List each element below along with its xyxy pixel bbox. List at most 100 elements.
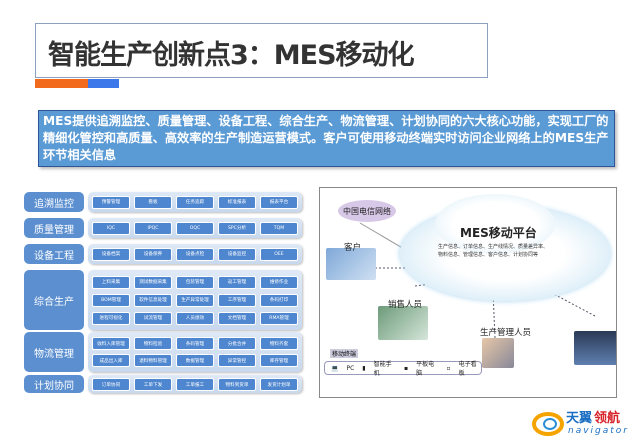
module-line: 收料入库管理物料检验条码管理分批合并物料齐套 xyxy=(92,337,298,350)
module-line: 上料采集测试数据采集包装管理返工管理维修作业 xyxy=(92,275,298,289)
module-item: 成品出入库 xyxy=(92,354,130,367)
module-item: 物料齐套 xyxy=(260,337,298,350)
module-item: 上料采集 xyxy=(92,275,130,289)
manager-photo xyxy=(482,338,514,368)
module-item: 任务追踪 xyxy=(176,195,214,209)
module-item: 物料检验 xyxy=(134,337,172,350)
module-item: 工单报工 xyxy=(176,378,214,391)
module-line: 订单协同工单下发工单报工物料到货单发货计划单 xyxy=(92,378,298,391)
module-item: 物料到货单 xyxy=(218,378,256,391)
platform-label: MES移动平台 xyxy=(460,226,537,240)
module-item: 订单协同 xyxy=(92,378,130,391)
sales-label: 销售人员 xyxy=(388,300,423,310)
module-category: 综合生产 xyxy=(24,270,84,330)
network-label: 中国电信网络 xyxy=(338,200,396,222)
module-item: 工序管理 xyxy=(218,293,256,307)
module-item: 收料入库管理 xyxy=(92,337,130,350)
module-line: 进程可视化试流管理人员绩效文档管理 RMA管理 xyxy=(92,311,298,325)
svg-text:领航: 领航 xyxy=(594,410,620,426)
module-item: 库存管理 xyxy=(260,354,298,367)
tablet-icon: ▪ xyxy=(404,364,409,372)
terminal-phone: 智能手机 xyxy=(373,361,392,377)
dashboard-photo xyxy=(574,331,616,365)
module-item: 试流管理 xyxy=(134,311,172,325)
module-line: 成品出入库退料物料管理数据管理异常管控库存管理 xyxy=(92,354,298,367)
smartphone-icon: ▮ xyxy=(362,364,366,372)
logo-mark: 天翼 领航 navigator xyxy=(532,410,629,436)
module-item: 数据管理 xyxy=(176,354,214,367)
module-item: TQM xyxy=(260,221,298,235)
terminal-pc: PC xyxy=(346,364,355,372)
module-item: OEE xyxy=(260,247,298,261)
terminal-legend: 💻 PC ▮ 智能手机 ▪ 平板电脑 ▫ 电子看板 xyxy=(324,361,482,377)
module-line: 预警管理看板任务追踪标准报表报表平台 xyxy=(92,195,298,209)
terminals-label: 移动终端 xyxy=(330,349,359,358)
module-item: 条码管理 xyxy=(176,337,214,350)
module-row: 综合生产上料采集测试数据采集包装管理返工管理维修作业 BOM管理软件信息处理生产异… xyxy=(24,270,304,330)
module-strip: 上料采集测试数据采集包装管理返工管理维修作业 BOM管理软件信息处理生产异常处理工… xyxy=(88,270,302,330)
module-item: 报表平台 xyxy=(260,195,298,209)
module-item: BOM管理 xyxy=(92,293,130,307)
terminal-tablet: 平板电脑 xyxy=(416,361,435,377)
customer-label: 客户 xyxy=(344,243,362,253)
module-item: 异常管控 xyxy=(218,354,256,367)
module-item: 看板 xyxy=(134,195,172,209)
module-item: IQC xyxy=(92,221,130,235)
module-item: 分批合并 xyxy=(218,337,256,350)
logo: 天翼 领航 navigator xyxy=(530,402,630,440)
title-box: 智能生产创新点3：MES移动化 xyxy=(35,23,488,78)
module-item: 维修作业 xyxy=(260,275,298,289)
module-category: 计划协同 xyxy=(24,375,84,393)
module-item: 工单下发 xyxy=(134,378,172,391)
board-icon: ▫ xyxy=(446,364,451,372)
module-item: 文档管理 xyxy=(218,311,256,325)
module-item: 设备监控 xyxy=(218,247,256,261)
module-item: 设备保养 xyxy=(134,247,172,261)
module-item: OQC xyxy=(176,221,214,235)
module-item: 返工管理 xyxy=(218,275,256,289)
module-category: 质量管理 xyxy=(24,218,84,238)
module-category: 物流管理 xyxy=(24,332,84,372)
logo-cn: 天翼 xyxy=(566,411,592,426)
module-item: 设备点检 xyxy=(176,247,214,261)
module-category: 追溯监控 xyxy=(24,192,84,212)
module-item: SPC分析 xyxy=(218,221,256,235)
module-strip: 订单协同工单下发工单报工物料到货单发货计划单 xyxy=(88,375,302,393)
module-item: 预警管理 xyxy=(92,195,130,209)
module-item: 条码打印 xyxy=(260,293,298,307)
module-line: 设备档案设备保养设备点检设备监控 OEE xyxy=(92,247,298,261)
module-item: 人员绩效 xyxy=(176,311,214,325)
module-item: 包装管理 xyxy=(176,275,214,289)
module-item: 退料物料管理 xyxy=(134,354,172,367)
customer-photo xyxy=(326,248,376,280)
module-category: 设备工程 xyxy=(24,244,84,264)
module-strip: 设备档案设备保养设备点检设备监控 OEE xyxy=(88,244,302,264)
module-item: 设备档案 xyxy=(92,247,130,261)
pc-icon: 💻 xyxy=(331,364,339,372)
module-item: 进程可视化 xyxy=(92,311,130,325)
accent-bar-orange xyxy=(35,79,88,88)
module-item: 测试数据采集 xyxy=(134,275,172,289)
description-box: MES提供追溯监控、质量管理、设备工程、综合生产、物流管理、计划协同的六大核心功… xyxy=(38,110,615,167)
module-line: BOM管理软件信息处理生产异常处理工序管理条码打印 xyxy=(92,293,298,307)
terminal-board: 电子看板 xyxy=(458,361,477,377)
page-title: 智能生产创新点3：MES移动化 xyxy=(48,40,415,71)
module-row: 追溯监控预警管理看板任务追踪标准报表报表平台 xyxy=(24,192,304,212)
logo-en: navigator xyxy=(568,426,629,436)
module-item: RMA管理 xyxy=(260,311,298,325)
module-strip: 预警管理看板任务追踪标准报表报表平台 xyxy=(88,192,302,212)
module-row: 设备工程设备档案设备保养设备点检设备监控 OEE xyxy=(24,244,304,264)
module-strip: 收料入库管理物料检验条码管理分批合并物料齐套成品出入库退料物料管理数据管理异常管… xyxy=(88,332,302,372)
module-item: 标准报表 xyxy=(218,195,256,209)
module-item: 发货计划单 xyxy=(260,378,298,391)
cloud-shape-top xyxy=(435,194,555,254)
platform-info: 生产信息、订单信息、生产线情况、质量差异率、物料信息、管理信息、客户信息、计划协… xyxy=(438,244,549,258)
manager-label: 生产管理人员 xyxy=(480,328,532,338)
mobile-architecture-illustration: MES移动平台 生产信息、订单信息、生产线情况、质量差异率、物料信息、管理信息、… xyxy=(319,187,617,398)
module-item: 生产异常处理 xyxy=(176,293,214,307)
module-row: 计划协同订单协同工单下发工单报工物料到货单发货计划单 xyxy=(24,375,304,393)
